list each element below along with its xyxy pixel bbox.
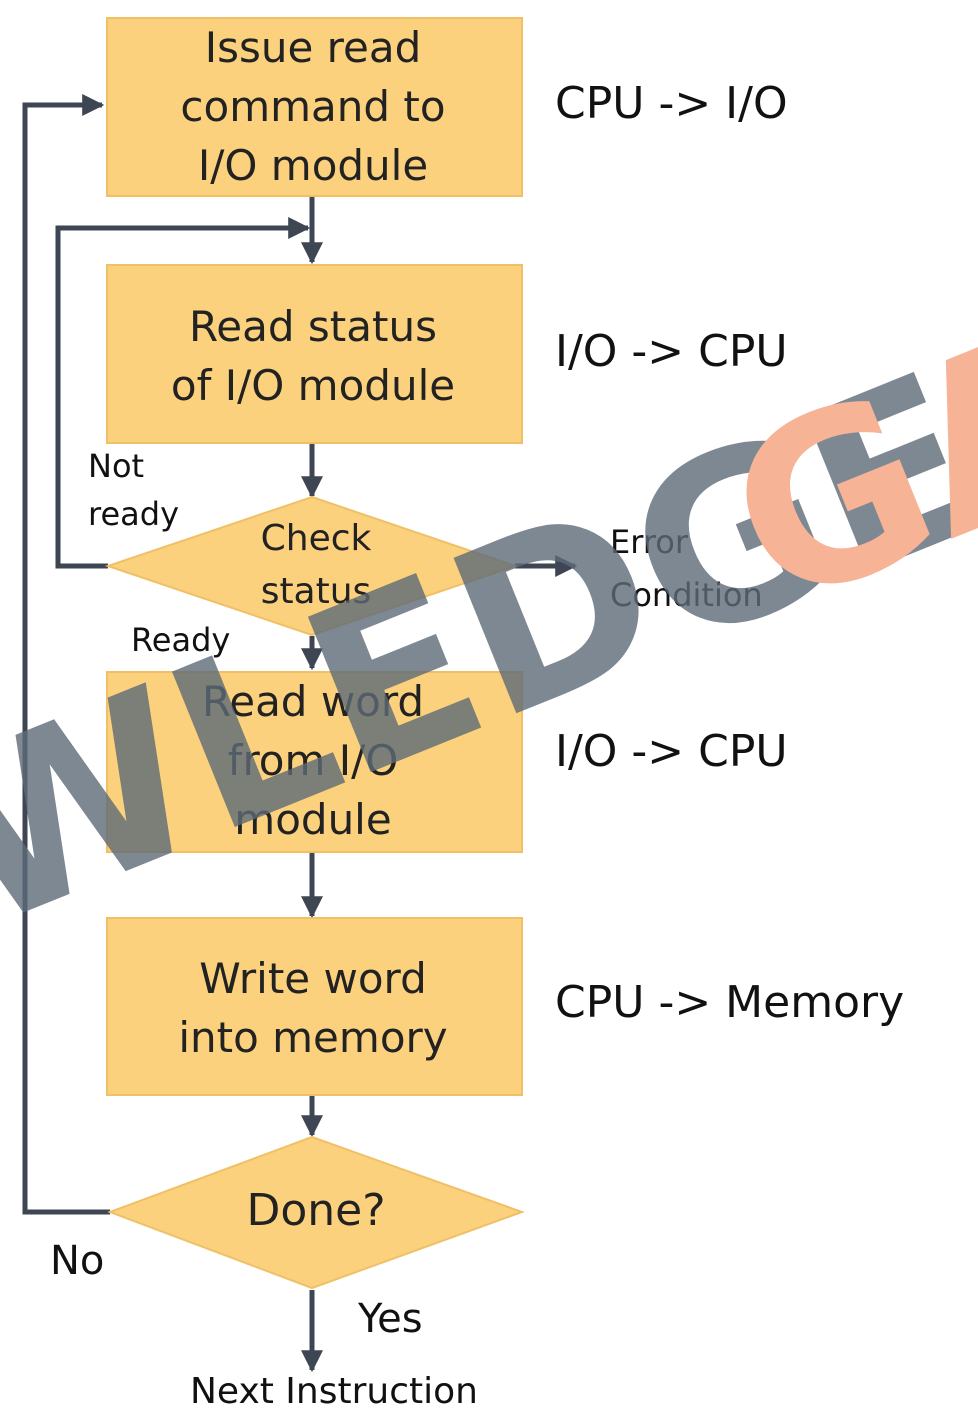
- direction-cpu-to-memory: CPU -> Memory: [555, 977, 904, 1028]
- issue-read-step: Issue read command to I/O module: [106, 17, 523, 197]
- read-status-line-2: of I/O module: [171, 361, 455, 410]
- done-label: Done?: [246, 1185, 385, 1236]
- error-label-line-2: Condition: [610, 576, 763, 614]
- read-status-step: Read status of I/O module: [106, 264, 523, 444]
- connectors: [22, 94, 578, 1373]
- direction-io-to-cpu-word: I/O -> CPU: [555, 726, 788, 777]
- read-word-line-1: Read word: [202, 677, 424, 726]
- next-instruction-label: Next Instruction: [190, 1371, 478, 1411]
- read-word-line-2: from I/O: [228, 736, 399, 785]
- check-status-decision: Check status: [104, 495, 519, 637]
- no-loop-arrow: [22, 94, 110, 1215]
- direction-cpu-to-io: CPU -> I/O: [555, 78, 788, 129]
- write-word-step: Write word into memory: [106, 917, 523, 1096]
- write-word-line-1: Write word: [199, 954, 426, 1003]
- not-ready-loop-arrow: [55, 217, 311, 569]
- read-word-step: Read word from I/O module: [106, 671, 523, 853]
- issue-read-line-1: Issue read: [205, 23, 422, 72]
- read-word-line-3: module: [234, 795, 391, 844]
- check-status-line-1: Check: [261, 518, 372, 559]
- not-ready-label-line-1: Not: [88, 447, 144, 485]
- yes-label: Yes: [357, 1296, 423, 1342]
- write-word-line-2: into memory: [178, 1013, 447, 1062]
- done-decision: Done?: [107, 1135, 525, 1290]
- issue-read-line-2: command to: [180, 82, 445, 131]
- read-status-line-1: Read status: [189, 302, 437, 351]
- error-label-line-1: Error: [610, 523, 689, 561]
- direction-io-to-cpu-status: I/O -> CPU: [555, 326, 788, 377]
- not-ready-label-line-2: ready: [88, 495, 179, 533]
- ready-label: Ready: [131, 621, 230, 659]
- check-status-line-2: status: [261, 571, 372, 612]
- issue-read-line-3: I/O module: [198, 141, 428, 190]
- no-label: No: [50, 1238, 104, 1284]
